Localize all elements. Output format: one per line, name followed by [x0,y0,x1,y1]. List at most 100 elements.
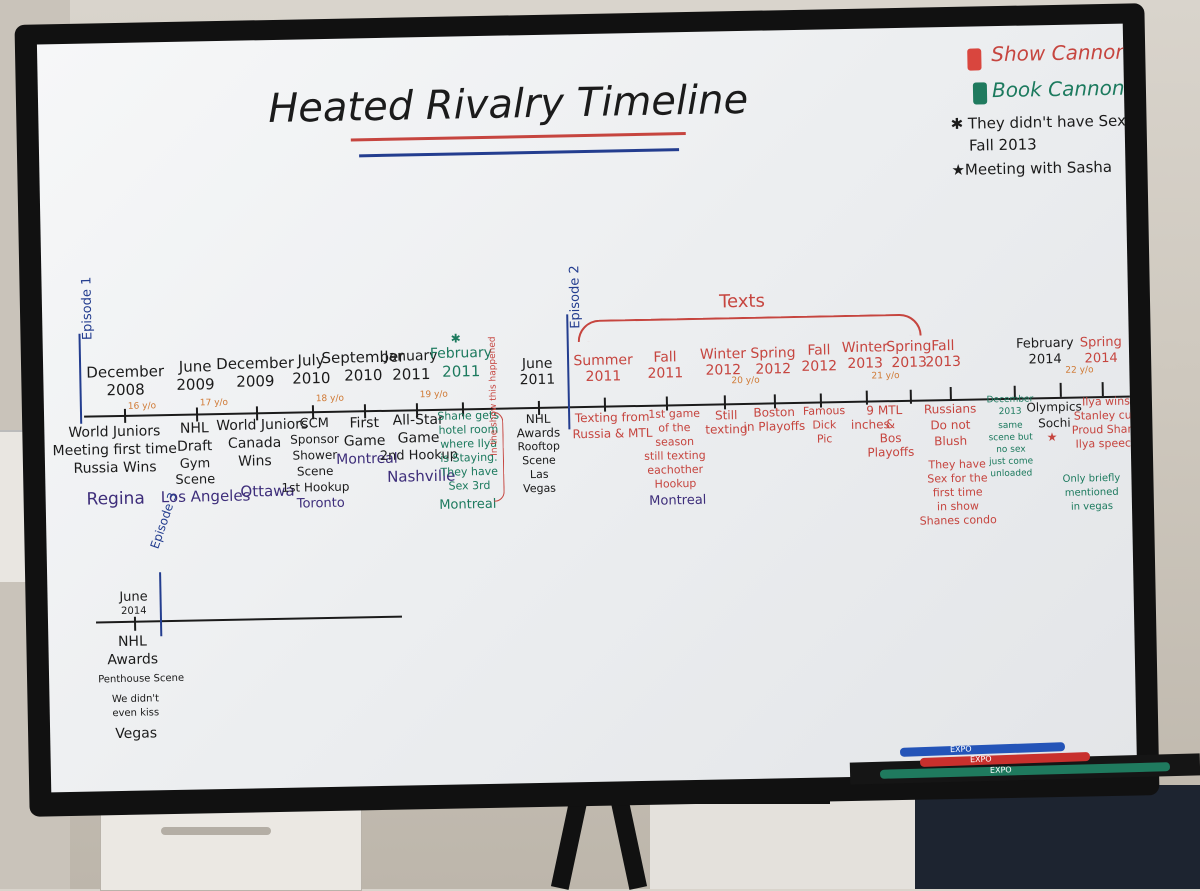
show-canon-label: Show Cannon [991,39,1129,67]
event-desc-line: inches [850,417,890,432]
event-place: Regina [86,488,145,510]
event-place: Vegas [115,725,158,743]
event-age: 18 y/o [315,393,345,405]
event-date-year: 2011 [585,368,622,386]
event-desc-line: Russia & MTL [572,425,653,442]
event-desc-line: Famous [802,404,846,418]
event-desc-line: Boston [753,405,795,420]
event-desc-line: Blush [934,433,968,449]
event-desc-line: Game [343,432,386,450]
episode-3-label: Episode 3 [147,490,180,551]
event-desc-line: Rooftop [517,439,561,454]
event-date-year: 2010 [292,368,331,388]
event-tick [1059,382,1062,397]
event-desc-line: Las [529,467,549,482]
vegas-note-line: mentioned [1064,486,1119,499]
event-desc-line: Scene [296,463,334,479]
event-date-year: 2009 [176,375,215,394]
event-date-year: 2013 [847,355,884,372]
board-title: Heated Rivalry Timeline [267,76,749,133]
event-desc-line: NHL [525,411,551,427]
event-desc-line: Shanes condo [919,513,997,528]
event-desc-line: Sex 3rd [448,478,491,493]
event-desc-line: Playoffs [867,444,915,460]
event-desc-line: Russia Wins [73,459,157,477]
event-date-month: Summer [573,352,633,370]
event-tick [123,408,127,423]
event-desc-line: Proud Shane [1071,422,1138,437]
event-desc-line: 2013 [998,406,1022,418]
marker-brand: EXPO [969,754,992,765]
event-desc-line: 9 [866,403,875,418]
event-desc-line: still texting [644,448,706,463]
event-desc-line: just come [988,456,1034,468]
book-canon-label: Book Cannon [991,75,1125,103]
whiteboard: Heated Rivalry Timeline Show Cannon Book… [36,23,1138,793]
event-desc-line: Scene [522,453,556,468]
star-note-1-text: They didn't have Sex until [967,111,1137,133]
event-desc-line: Pic [816,432,833,446]
event-desc-line: in show [936,499,980,514]
event-desc-line: Sponsor [290,431,340,447]
event-date-month: June [521,355,553,373]
event-desc-line: first time [932,485,983,500]
event-date-year: 2013 [891,354,928,372]
event-desc-line: Still [714,408,738,423]
event-desc-line: Russians [923,401,977,417]
event-date-year: 2009 [236,371,275,391]
event-tick [909,389,912,404]
side-note-bracket [492,411,505,502]
event-desc-line: Canada [227,434,282,452]
cabinet-handle [161,827,271,835]
event-desc-line: Sex for the [927,471,988,486]
episode-1-label: Episode 1 [79,276,96,341]
event-date-month: Spring [750,344,796,362]
event-date-month: Winter [699,345,747,363]
title-underline-blue [359,148,680,158]
event-desc-line: Wins [238,453,272,470]
event-desc-line: World Juniors [216,416,309,435]
event-desc-line: NHL [117,633,147,651]
episode-1-marker [78,333,83,424]
show-canon-swatch [967,48,982,71]
marker-brand: EXPO [989,765,1012,775]
event-desc-line: same [998,420,1023,432]
event-desc-line: MTL [877,402,903,418]
event-desc-line: All-Star [392,411,444,429]
event-place: Toronto [296,495,345,512]
event-desc-line: Shower [292,447,338,463]
event-date-year: 2011 [519,371,556,389]
event-desc-line: Hookup [654,476,697,491]
episode-2-marker [566,314,571,430]
event-tick [865,390,868,405]
event-age: 21 y/o [871,370,900,382]
event-desc-line: Awards [516,425,561,441]
event-desc-line: Draft [176,438,213,455]
event-desc-line: We didn't [111,693,160,706]
episode-3-marker [159,572,163,637]
event-date-month: Fall [807,342,831,359]
event-date-year: 2011 [647,365,684,382]
event-desc-line: Meeting first time [52,440,178,460]
title-underline-red [350,132,686,142]
event-desc-line: Penthouse Scene [98,672,185,686]
event-star: ★ [1046,429,1058,445]
texts-label: Texts [718,290,766,313]
event-desc-line: Dick [812,418,837,432]
event-desc-line: Gym [179,456,211,472]
event-desc-line: Ilya speech [1075,436,1138,451]
event-age: 22 y/o [1065,365,1094,376]
event-tick [603,397,607,412]
event-desc-line: unloaded [990,468,1033,480]
event-date-month: Fall [653,349,677,366]
event-date-month: December [216,353,295,374]
event-age: 16 y/o [127,401,157,412]
event-date-year: 2010 [344,365,383,385]
event-date-year: 2013 [925,353,962,371]
event-desc-line: 1st Hookup [281,479,350,495]
event-desc-line: Scene [175,472,216,488]
marker-brand: EXPO [949,744,972,755]
event-date-year: 2008 [106,380,145,400]
event-desc-line: eachother [647,462,704,477]
texts-brace [577,313,922,343]
